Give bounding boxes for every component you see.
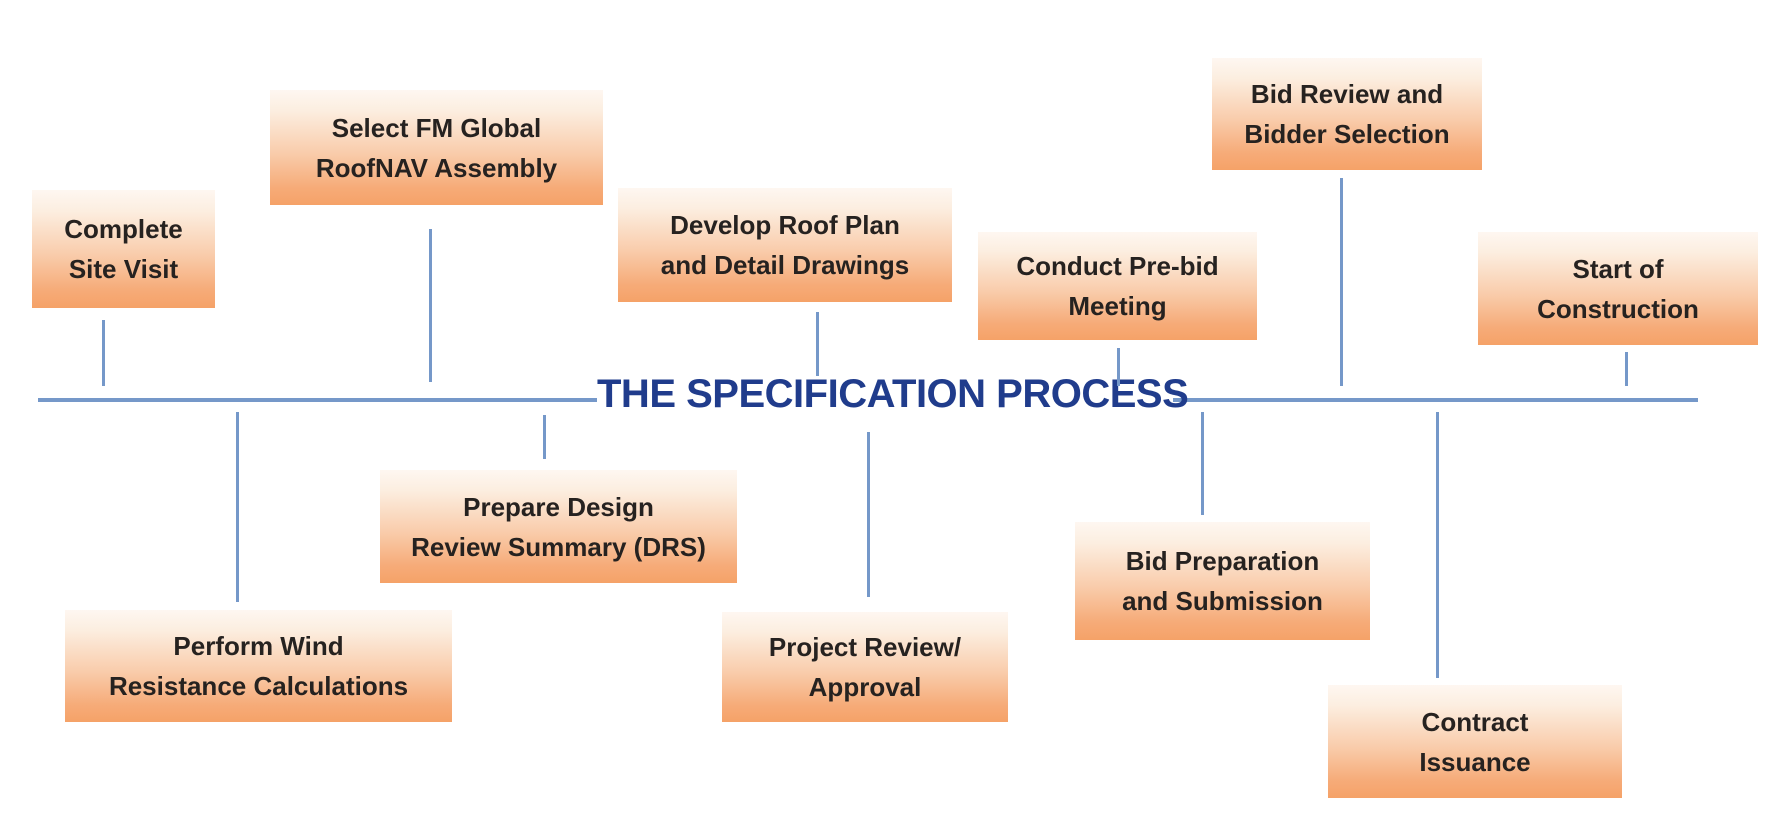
connector-contract-issuance	[1436, 412, 1439, 678]
step-label-line: Bid Review and	[1250, 79, 1444, 109]
step-label-line: Conduct Pre-bid	[1016, 251, 1219, 281]
step-label-line: and Submission	[1122, 586, 1323, 616]
connector-project-review	[867, 432, 870, 597]
connector-start-of-construction	[1625, 352, 1628, 386]
connector-bid-preparation	[1201, 412, 1204, 515]
process-step-bid-preparation-submission: Bid Preparation and Submission	[1075, 522, 1370, 640]
step-label-line: RoofNAV Assembly	[315, 152, 558, 183]
process-step-start-of-construction: Start of Construction	[1478, 232, 1758, 345]
step-label-line: Construction	[1537, 293, 1699, 324]
connector-select-fm-global	[429, 229, 432, 382]
connector-bid-review	[1340, 178, 1343, 386]
step-label-line: Bidder Selection	[1244, 119, 1450, 149]
process-step-prepare-design-review-summary: Prepare Design Review Summary (DRS)	[380, 470, 737, 583]
connector-develop-roof-plan	[816, 312, 819, 376]
step-label-line: Start of	[1572, 253, 1664, 284]
process-step-select-fm-global-roofnav-assembly: Select FM Global RoofNAV Assembly	[270, 90, 603, 205]
page-title: THE SPECIFICATION PROCESS	[597, 372, 1189, 416]
step-label-line: Approval	[808, 672, 922, 702]
step-label-line: Review Summary (DRS)	[411, 531, 706, 562]
step-label-line: Meeting	[1068, 291, 1167, 321]
step-label-line: Perform Wind	[173, 631, 344, 661]
step-label-line: Resistance Calculations	[108, 671, 409, 701]
process-step-bid-review-bidder-selection: Bid Review and Bidder Selection	[1212, 58, 1482, 170]
step-label-line: Prepare Design	[463, 491, 654, 522]
step-label-line: Bid Preparation	[1125, 546, 1320, 576]
step-label-line: Project Review/	[768, 632, 962, 662]
step-label-line: Develop Roof Plan	[670, 210, 900, 240]
connector-prepare-design	[543, 415, 546, 459]
process-step-project-review-approval: Project Review/ Approval	[722, 612, 1008, 722]
timeline-left-segment	[38, 398, 597, 402]
timeline-right-segment	[1173, 398, 1698, 402]
step-label-line: Contract	[1421, 706, 1529, 737]
step-label-line: Select FM Global	[331, 112, 542, 143]
process-step-complete-site-visit: Complete Site Visit	[32, 190, 215, 308]
step-label-line: and Detail Drawings	[660, 250, 910, 280]
step-label-line: Site Visit	[68, 254, 179, 284]
process-step-develop-roof-plan: Develop Roof Plan and Detail Drawings	[618, 188, 952, 302]
connector-conduct-pre-bid	[1117, 348, 1120, 386]
connector-complete-site-visit	[102, 320, 105, 386]
connector-perform-wind	[236, 412, 239, 602]
process-step-contract-issuance: Contract Issuance	[1328, 685, 1622, 798]
step-label-line: Issuance	[1419, 746, 1531, 777]
process-step-conduct-pre-bid-meeting: Conduct Pre-bid Meeting	[978, 232, 1257, 340]
process-step-perform-wind-resistance-calculations: Perform Wind Resistance Calculations	[65, 610, 452, 722]
step-label-line: Complete	[64, 214, 183, 244]
